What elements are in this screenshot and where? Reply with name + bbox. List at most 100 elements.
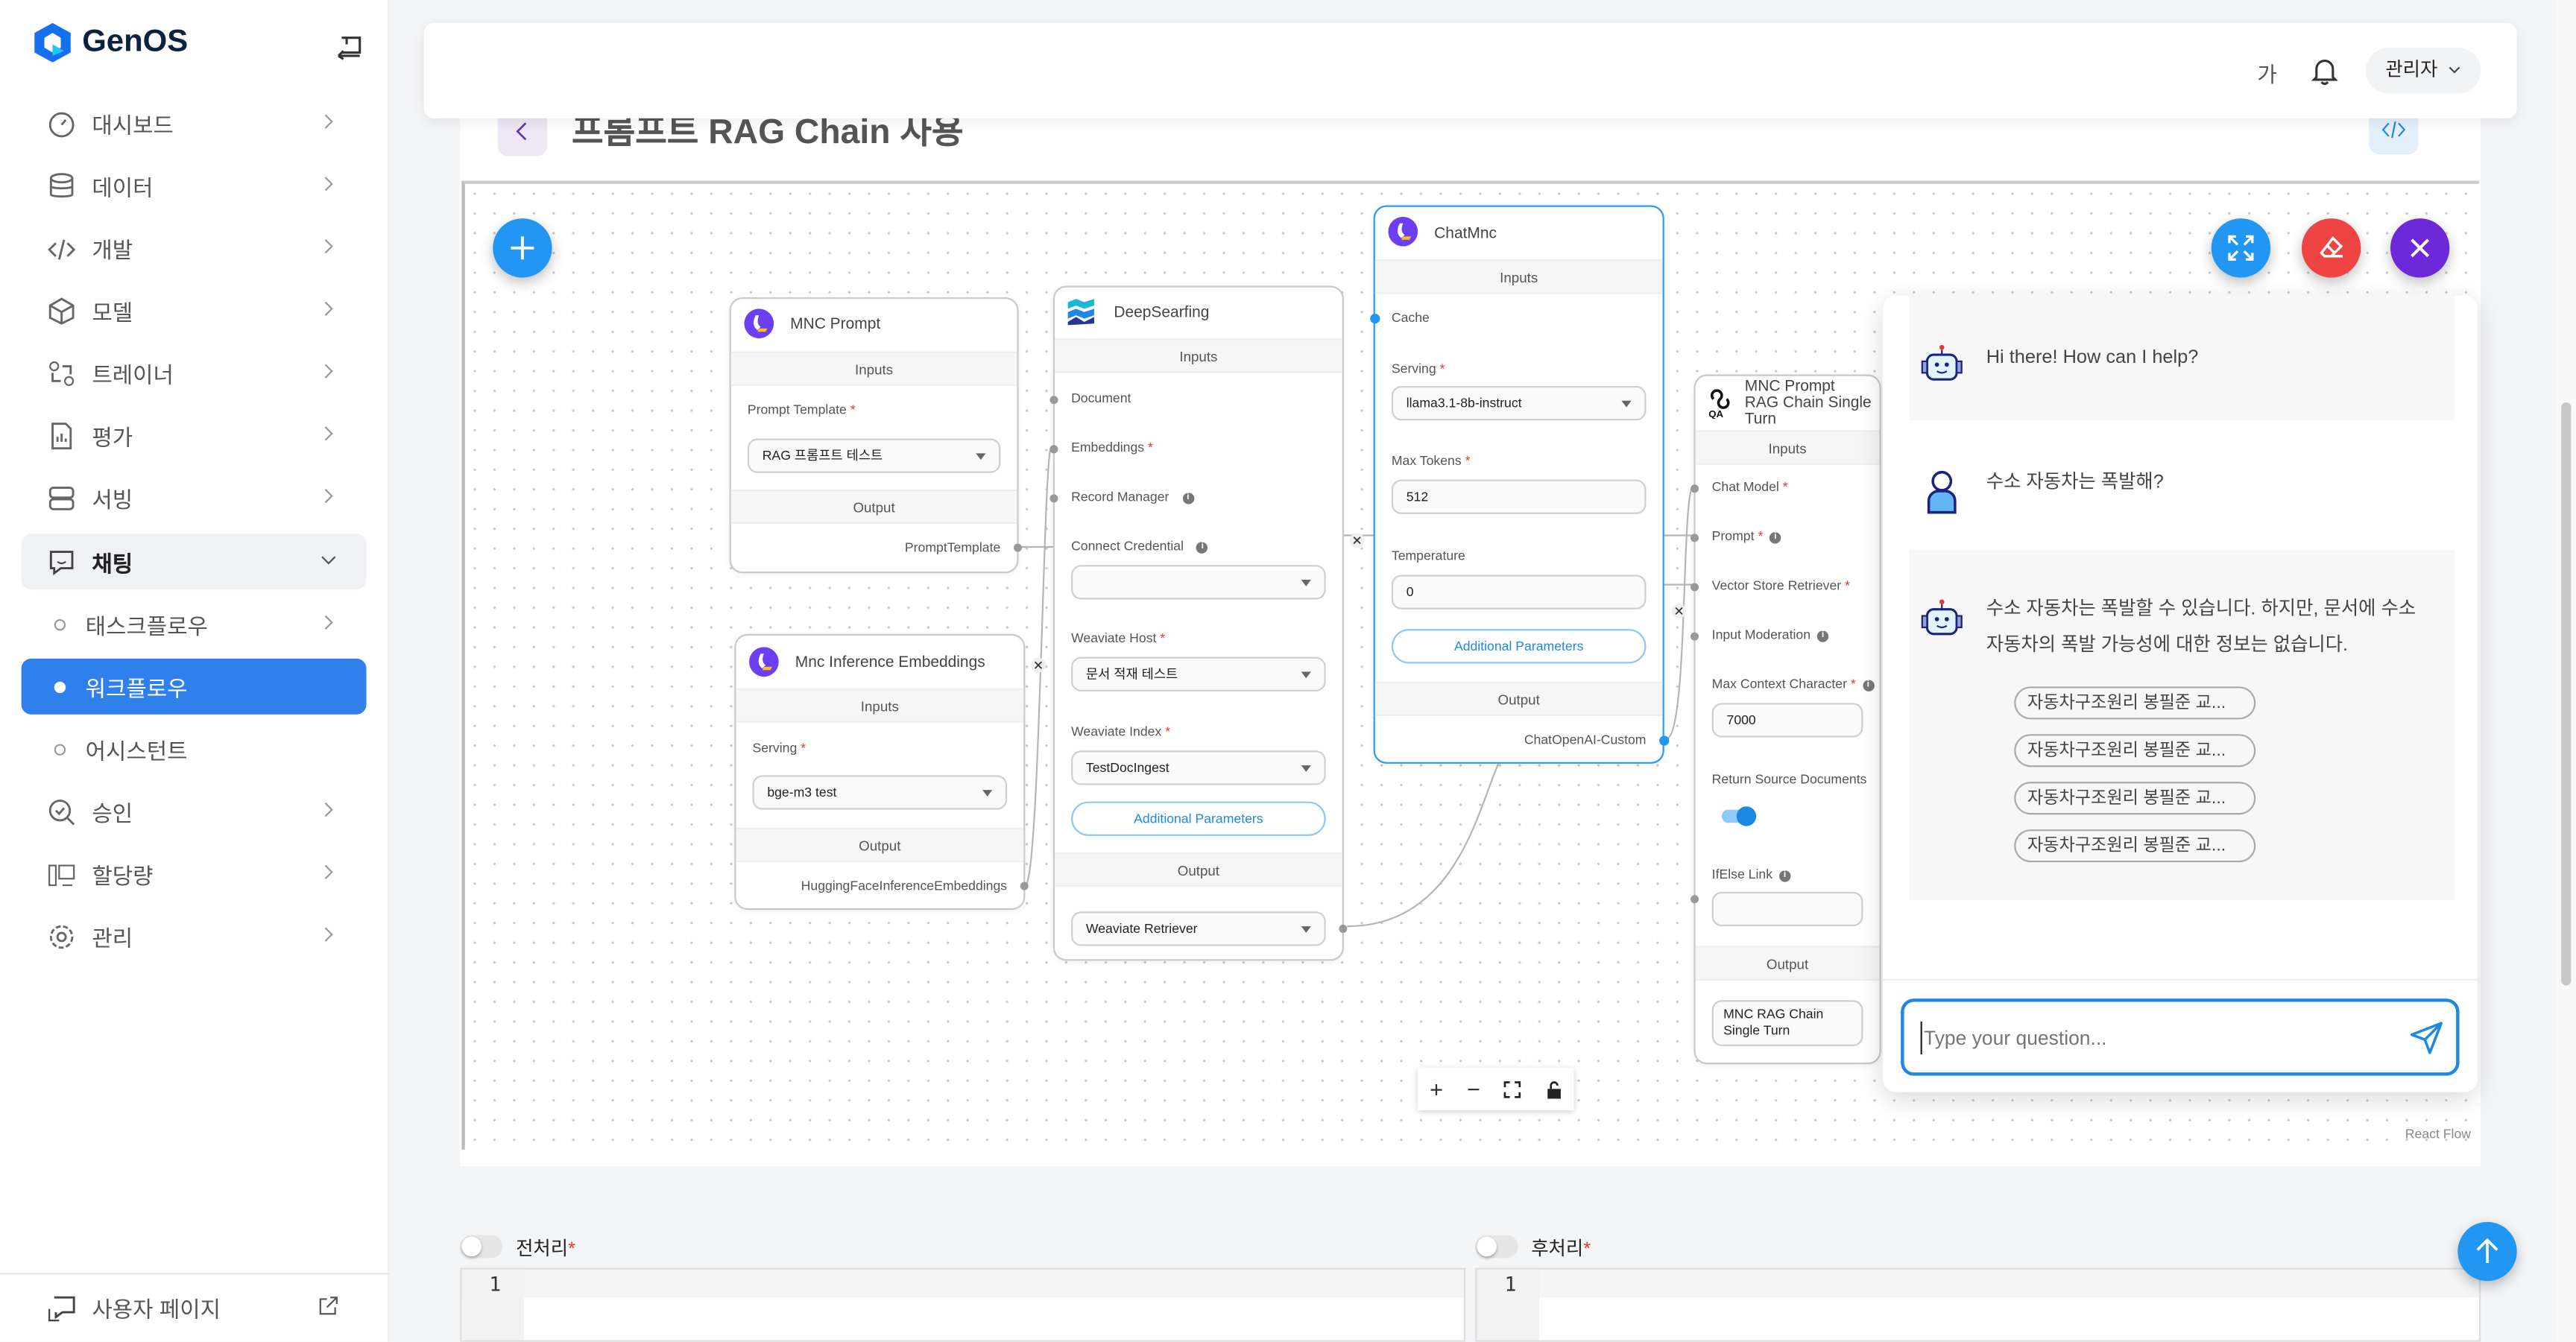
bell-icon[interactable] (2311, 56, 2338, 86)
caret-down-icon (1301, 926, 1311, 933)
approval-icon (46, 797, 76, 826)
additional-parameters-button[interactable]: Additional Parameters (1391, 629, 1647, 664)
weaviate-index-select[interactable]: TestDocIngest (1071, 750, 1326, 785)
nav-label: 워크플로우 (85, 677, 188, 702)
postprocess-label: 후처리* (1531, 1240, 1591, 1260)
temperature-input[interactable]: 0 (1391, 575, 1647, 610)
node-deepsearfing[interactable]: DeepSearfing Inputs Document Embeddings … (1049, 285, 1348, 961)
nav-label: 모델 (92, 300, 133, 326)
output-label: HuggingFaceInferenceEmbeddings (801, 879, 1008, 894)
input-handle[interactable] (1049, 396, 1058, 405)
sidebar-item-admin[interactable]: 관리 (22, 908, 367, 964)
node-mnc-prompt-rag-chain[interactable]: QA MNC Prompt RAG Chain Single Turn Inpu… (1690, 374, 1881, 1065)
sidebar-item-trainer[interactable]: 트레이너 (22, 345, 367, 401)
plus-icon (511, 236, 534, 260)
user-page-link[interactable]: 사용자 페이지 (22, 1279, 367, 1335)
input-handle[interactable] (1690, 484, 1699, 493)
source-chip[interactable]: 자동차구조원리 봉필준 교... (2014, 782, 2256, 815)
node-mnc-prompt[interactable]: MNC Prompt Inputs Prompt Template * RAG … (729, 297, 1022, 574)
arrow-up-icon (2476, 1238, 2498, 1263)
scrollbar[interactable] (2556, 0, 2576, 1342)
sidebar-item-workflow[interactable]: 워크플로우 (21, 658, 367, 715)
max-tokens-input[interactable]: 512 (1391, 479, 1647, 514)
clear-chat-button[interactable] (2301, 218, 2361, 278)
nav-label: 관리 (92, 926, 133, 952)
sidebar-item-data[interactable]: 데이터 (22, 158, 367, 214)
input-handle[interactable] (1690, 895, 1699, 904)
postprocess-toggle[interactable] (1475, 1235, 1518, 1259)
additional-parameters-button[interactable]: Additional Parameters (1071, 801, 1326, 836)
info-icon: i (1778, 870, 1791, 882)
gauge-icon (46, 108, 76, 138)
zoom-out-icon[interactable]: − (1466, 1075, 1480, 1102)
output-type-select[interactable]: MNC RAG Chain Single Turn (1711, 1000, 1863, 1047)
sidebar-item-model[interactable]: 모델 (22, 282, 367, 338)
sidebar-item-dev[interactable]: 개발 (22, 220, 367, 276)
input-handle[interactable] (1369, 313, 1380, 324)
zoom-controls: +− (1418, 1067, 1574, 1110)
font-size-button[interactable]: 가 (2257, 62, 2277, 87)
source-chip[interactable]: 자동차구조원리 봉필준 교... (2014, 686, 2256, 720)
fit-view-icon[interactable] (1504, 1080, 1522, 1098)
preprocess-toggle[interactable] (460, 1235, 503, 1259)
max-context-input[interactable]: 7000 (1711, 703, 1863, 738)
serving-select[interactable]: bge-m3 test (752, 775, 1008, 810)
chevron-right-icon (324, 301, 333, 316)
postprocess-code-editor[interactable]: 1 (1475, 1267, 2481, 1342)
sidebar-item-chat[interactable]: 채팅 (21, 534, 367, 590)
logo[interactable]: GenOS (33, 22, 188, 64)
nav-label: 사용자 페이지 (92, 1297, 221, 1323)
chevron-right-icon (324, 927, 333, 942)
sidebar-item-assistant[interactable]: 어시스턴트 (22, 721, 367, 777)
return-source-toggle[interactable] (1721, 806, 1757, 826)
output-handle[interactable] (1020, 882, 1029, 890)
section-output: Output (1374, 681, 1663, 716)
add-node-button[interactable] (493, 218, 552, 278)
input-handle[interactable] (1690, 534, 1699, 542)
connect-credential-select[interactable] (1071, 565, 1326, 600)
ifelse-link-input[interactable] (1711, 891, 1863, 927)
sidebar-item-quota[interactable]: 할당량 (22, 846, 367, 902)
sidebar-item-taskflow[interactable]: 태스크플로우 (22, 596, 367, 652)
node-title: MNC Prompt (790, 315, 881, 334)
lock-icon[interactable] (1546, 1080, 1562, 1098)
serving-select[interactable]: llama3.1-8b-instruct (1391, 385, 1647, 421)
info-icon: i (1862, 680, 1875, 691)
node-mnc-inference-embeddings[interactable]: Mnc Inference Embeddings Inputs Serving … (734, 633, 1029, 911)
output-handle[interactable] (1339, 924, 1348, 933)
input-handle[interactable] (1690, 583, 1699, 592)
scroll-top-button[interactable] (2457, 1221, 2517, 1282)
node-chatmnc[interactable]: ChatMnc Inputs Cache Serving * llama3.1-… (1369, 205, 1669, 764)
question-input[interactable] (1920, 1021, 2381, 1055)
sidebar-item-dashboard[interactable]: 대시보드 (22, 95, 367, 151)
source-chip[interactable]: 자동차구조원리 봉필준 교... (2014, 734, 2256, 767)
output-handle[interactable] (1013, 543, 1022, 552)
send-icon[interactable] (2410, 1022, 2443, 1054)
prompt-template-select[interactable]: RAG 프롬프트 테스트 (747, 438, 1001, 473)
zoom-in-icon[interactable]: + (1430, 1075, 1444, 1102)
sidebar-item-approval[interactable]: 승인 (22, 783, 367, 839)
close-chat-button[interactable] (2390, 218, 2450, 278)
sidebar-item-serving[interactable]: 서빙 (22, 469, 367, 525)
source-chip[interactable]: 자동차구조원리 봉필준 교... (2014, 829, 2256, 863)
field-label: Serving * (1391, 361, 1445, 376)
sidebar-item-eval[interactable]: 평가 (22, 408, 367, 463)
server-icon (46, 483, 76, 513)
info-icon: i (1770, 532, 1781, 544)
output-type-select[interactable]: Weaviate Retriever (1071, 911, 1326, 946)
react-flow-attribution[interactable]: React Flow (2405, 1127, 2472, 1142)
scrollbar-thumb[interactable] (2561, 402, 2572, 986)
collapse-sidebar-icon[interactable] (337, 34, 363, 60)
input-handle[interactable] (1690, 632, 1699, 641)
expand-icon (2228, 235, 2254, 261)
preprocess-code-editor[interactable]: 1 (460, 1267, 1466, 1342)
input-handle[interactable] (1049, 494, 1058, 503)
weaviate-host-select[interactable]: 문서 적재 테스트 (1071, 656, 1326, 691)
expand-button[interactable] (2211, 218, 2271, 278)
node-title: DeepSearfing (1114, 303, 1210, 323)
mnc-logo-icon (1388, 216, 1418, 247)
user-menu[interactable]: 관리자 (2365, 47, 2481, 94)
input-handle[interactable] (1049, 445, 1058, 454)
output-handle[interactable] (1658, 735, 1669, 746)
